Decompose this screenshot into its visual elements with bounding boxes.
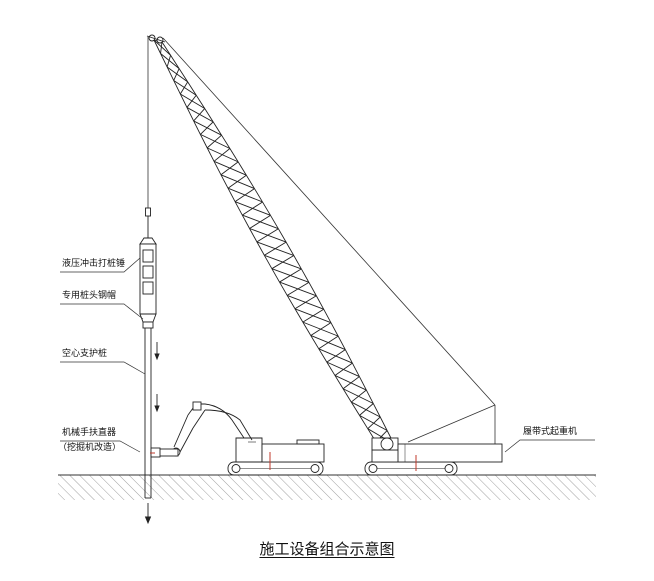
caption-text: 施工设备组合示意图 xyxy=(259,540,395,558)
crawler-crane xyxy=(364,437,503,476)
label-crawler-crane: 履带式起重机 xyxy=(523,427,578,437)
diagram-caption: 施工设备组合示意图 xyxy=(0,538,654,559)
boom-tip-sheave xyxy=(146,34,166,44)
label-hollow-pile: 空心支护桩 xyxy=(62,349,108,359)
crane-boom xyxy=(153,39,395,445)
ground xyxy=(58,474,596,500)
label-pile-cap: 专用桩头钢帽 xyxy=(62,291,117,301)
excavator xyxy=(150,401,325,476)
crane-cables xyxy=(147,37,496,445)
down-arrow xyxy=(144,342,160,525)
hydraulic-hammer xyxy=(139,207,157,329)
label-hydraulic-hammer: 液压冲击打桩锤 xyxy=(62,259,126,269)
label-manipulator-note: （挖掘机改造） xyxy=(58,443,122,453)
red-marker xyxy=(150,452,417,471)
leader-lines xyxy=(60,257,595,453)
label-manipulator: 机械手扶直器 xyxy=(62,428,117,438)
hollow-pile xyxy=(144,328,152,499)
